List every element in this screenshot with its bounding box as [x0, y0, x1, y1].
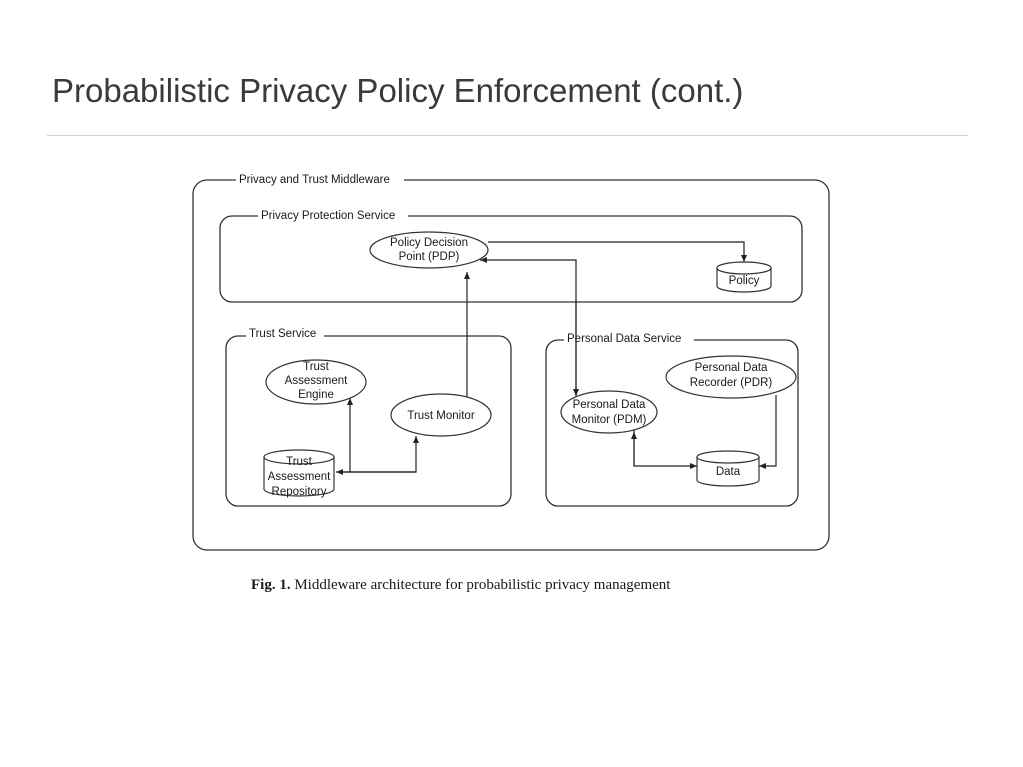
middleware-box: [192, 179, 830, 551]
pdp-node: [369, 231, 489, 269]
edge-pdm-pdp: [480, 257, 577, 396]
trust-engine-line3: Engine: [298, 389, 334, 401]
trust-repo-line3: Repository: [272, 486, 327, 498]
pdm-line2: Monitor (PDM): [572, 414, 647, 426]
pdr-line1: Personal Data: [695, 362, 768, 374]
pdp-label-line2: Point (PDP): [399, 251, 460, 263]
trust-repo-line2: Assessment: [268, 471, 331, 483]
trust-service-box: [225, 335, 512, 507]
title-divider: [47, 135, 968, 136]
edge-pdp-policy: [488, 241, 747, 262]
edge-pdr-data: [759, 395, 777, 469]
policy-label: Policy: [729, 275, 760, 287]
data-label: Data: [716, 466, 741, 478]
pdr-line2: Recorder (PDR): [690, 377, 773, 389]
trust-repository-icon: [263, 449, 335, 497]
privacy-protection-box: [219, 215, 803, 303]
trust-engine-line2: Assessment: [285, 375, 348, 387]
data-store-icon: [696, 450, 760, 487]
figure-label: Fig. 1.: [251, 577, 291, 593]
trust-monitor-node: [390, 393, 492, 437]
middleware-label: Privacy and Trust Middleware: [239, 174, 390, 186]
trust-engine-line1: Trust: [303, 361, 330, 373]
policy-store-icon: [716, 261, 772, 293]
trust-repo-line1: Trust: [286, 456, 313, 468]
pdm-node: [560, 390, 658, 434]
privacy-protection-label: Privacy Protection Service: [261, 210, 395, 222]
pdm-line1: Personal Data: [573, 399, 646, 411]
figure-caption: Fig. 1. Middleware architecture for prob…: [251, 577, 670, 594]
trust-service-label: Trust Service: [249, 328, 316, 340]
pdr-node: [665, 355, 797, 399]
edge-pdm-data: [633, 430, 697, 469]
slide-title: Probabilistic Privacy Policy Enforcement…: [52, 72, 744, 109]
pdp-label-line1: Policy Decision: [390, 237, 468, 249]
trust-monitor-label: Trust Monitor: [407, 410, 474, 422]
trust-engine-node: [265, 359, 367, 405]
figure-caption-text: Middleware architecture for probabilisti…: [294, 577, 671, 593]
edge-repository-monitor: [340, 436, 419, 473]
personal-data-service-label: Personal Data Service: [567, 333, 681, 345]
